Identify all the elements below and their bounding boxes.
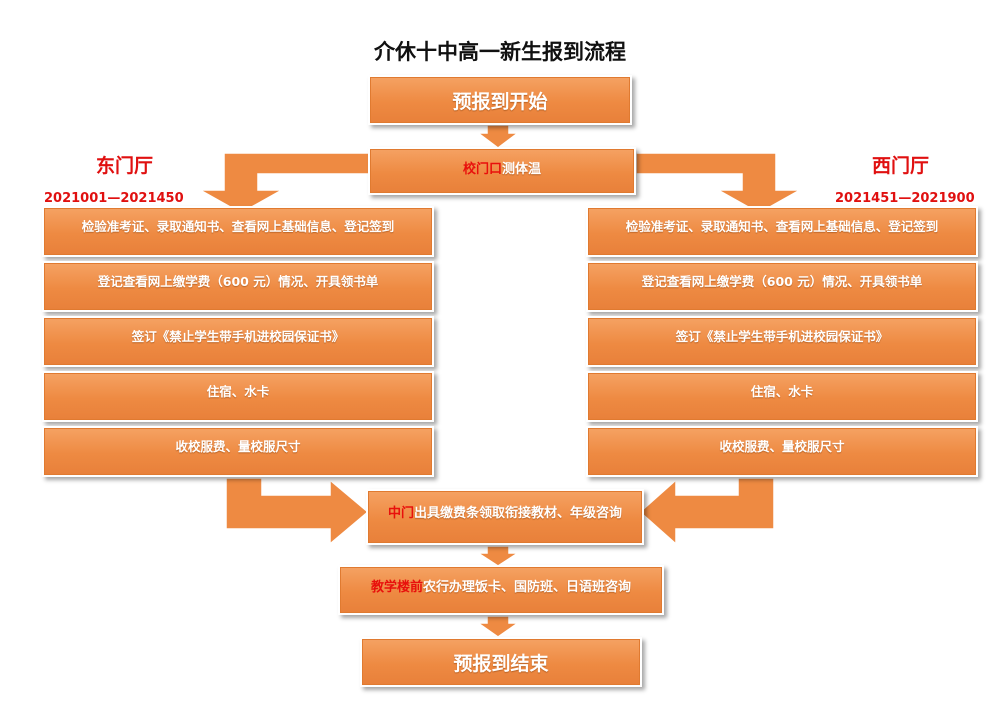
east-step-4: 住宿、水卡 (42, 371, 434, 422)
west-step-1-label: 检验准考证、录取通知书、查看网上基础信息、登记签到 (625, 219, 939, 234)
middle-gate-highlight: 中门 (387, 506, 414, 521)
east-step-5: 收校服费、量校服尺寸 (42, 426, 434, 477)
arrow-middle-to-front (475, 545, 521, 567)
west-step-5-label: 收校服费、量校服尺寸 (719, 439, 845, 454)
teaching-building-highlight: 教学楼前 (370, 580, 423, 595)
arrow-front-to-end (475, 615, 521, 638)
teaching-building-text: 农行办理饭卡、国防班、日语班咨询 (423, 580, 632, 595)
east-step-2-label: 登记查看网上缴学费（600 元）情况、开具领书单 (97, 274, 379, 289)
west-step-3-label: 签订《禁止学生带手机进校园保证书》 (675, 329, 889, 344)
arrow-checkpoint-to-west (635, 152, 803, 214)
page-title: 介休十中高一新生报到流程 (374, 40, 626, 64)
checkpoint-highlight: 校门口 (462, 162, 502, 177)
teaching-building-box: 教学楼前农行办理饭卡、国防班、日语班咨询 (338, 565, 664, 615)
end-box: 预报到结束 (360, 637, 642, 687)
east-step-3-label: 签订《禁止学生带手机进校园保证书》 (131, 329, 345, 344)
west-step-1: 检验准考证、录取通知书、查看网上基础信息、登记签到 (586, 206, 978, 257)
west-step-2: 登记查看网上缴学费（600 元）情况、开具领书单 (586, 261, 978, 312)
arrow-start-to-checkpoint (475, 124, 521, 149)
middle-gate-text: 出具缴费条领取衔接教材、年级咨询 (414, 506, 623, 521)
west-step-3: 签订《禁止学生带手机进校园保证书》 (586, 316, 978, 367)
west-step-5: 收校服费、量校服尺寸 (586, 426, 978, 477)
start-label: 预报到开始 (452, 90, 548, 113)
checkpoint-text: 测体温 (502, 162, 542, 177)
west-range-label: 2021451—2021900 (835, 191, 975, 206)
west-step-4: 住宿、水卡 (586, 371, 978, 422)
arrow-checkpoint-to-east (197, 152, 371, 214)
west-gate-label: 西门厅 (872, 155, 930, 177)
west-step-4-label: 住宿、水卡 (750, 384, 814, 399)
middle-gate-box: 中门出具缴费条领取衔接教材、年级咨询 (366, 489, 644, 545)
arrow-west-to-middle (638, 477, 775, 546)
end-label: 预报到结束 (453, 652, 549, 675)
arrow-east-to-middle (225, 477, 370, 546)
east-step-3: 签订《禁止学生带手机进校园保证书》 (42, 316, 434, 367)
east-step-2: 登记查看网上缴学费（600 元）情况、开具领书单 (42, 261, 434, 312)
east-step-5-label: 收校服费、量校服尺寸 (175, 439, 301, 454)
east-step-1: 检验准考证、录取通知书、查看网上基础信息、登记签到 (42, 206, 434, 257)
west-step-2-label: 登记查看网上缴学费（600 元）情况、开具领书单 (641, 274, 923, 289)
east-step-4-label: 住宿、水卡 (206, 384, 270, 399)
east-range-label: 2021001—2021450 (44, 191, 184, 206)
east-gate-label: 东门厅 (96, 155, 154, 177)
start-box: 预报到开始 (368, 75, 632, 125)
east-step-1-label: 检验准考证、录取通知书、查看网上基础信息、登记签到 (81, 219, 395, 234)
checkpoint-box: 校门口测体温 (368, 147, 636, 195)
